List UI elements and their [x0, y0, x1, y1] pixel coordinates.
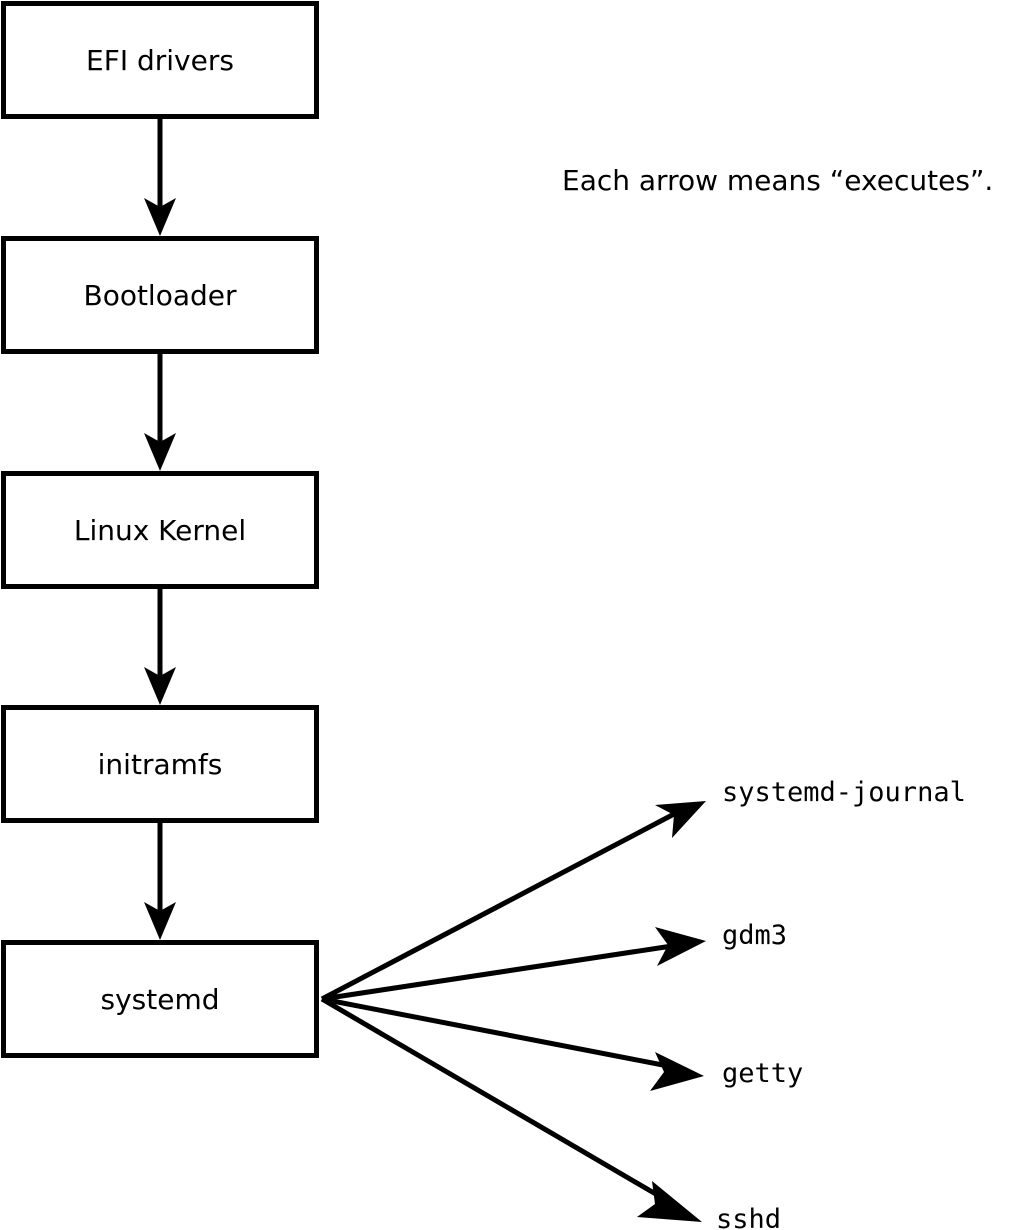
node-linux-kernel[interactable]: Linux Kernel — [1, 471, 319, 589]
chain-arrow-bootloader-to-kernel — [144, 354, 176, 471]
chain-arrow-efi-to-bootloader — [144, 119, 176, 236]
fan-arrow-line — [320, 810, 678, 1002]
node-box — [1, 940, 319, 1058]
arrowhead-down-icon — [144, 198, 176, 236]
node-label: Bootloader — [83, 279, 237, 312]
arrowhead-down-icon — [144, 667, 176, 705]
arrowhead-down-icon — [144, 433, 176, 471]
node-initramfs[interactable]: initramfs — [1, 705, 319, 823]
node-efi-drivers[interactable]: EFI drivers — [1, 1, 319, 119]
service-label-sshd: sshd — [716, 1204, 781, 1230]
node-label: EFI drivers — [86, 44, 234, 77]
node-bootloader[interactable]: Bootloader — [1, 236, 319, 354]
arrowhead-diagonal-icon — [650, 1052, 704, 1091]
service-label-systemd-journal: systemd-journal — [722, 777, 966, 808]
node-label: Linux Kernel — [74, 514, 246, 547]
node-label: initramfs — [98, 748, 223, 781]
node-box — [1, 1, 319, 119]
fan-arrow-sshd — [320, 996, 702, 1222]
arrowhead-diagonal-icon — [655, 927, 706, 966]
service-label-gdm3: gdm3 — [722, 920, 787, 951]
fan-arrow-getty — [321, 996, 704, 1091]
node-box — [1, 471, 319, 589]
arrowhead-diagonal-icon — [637, 1181, 702, 1222]
node-systemd[interactable]: systemd — [1, 940, 319, 1058]
caption: Each arrow means “executes”. — [562, 164, 993, 197]
fan-arrow-systemd-journal — [320, 801, 706, 1002]
node-box — [1, 236, 319, 354]
arrowhead-diagonal-icon — [655, 801, 706, 838]
arrowhead-down-icon — [144, 902, 176, 940]
chain-arrow-initramfs-to-systemd — [144, 823, 176, 940]
node-label: systemd — [101, 983, 220, 1016]
chain-arrow-kernel-to-initramfs — [144, 589, 176, 705]
node-box — [1, 705, 319, 823]
fan-arrow-line — [321, 943, 673, 1002]
fan-arrow-line — [321, 996, 669, 1069]
service-label-getty: getty — [722, 1058, 803, 1089]
fan-arrow-gdm3 — [321, 927, 706, 1002]
fan-arrow-line — [320, 996, 668, 1203]
